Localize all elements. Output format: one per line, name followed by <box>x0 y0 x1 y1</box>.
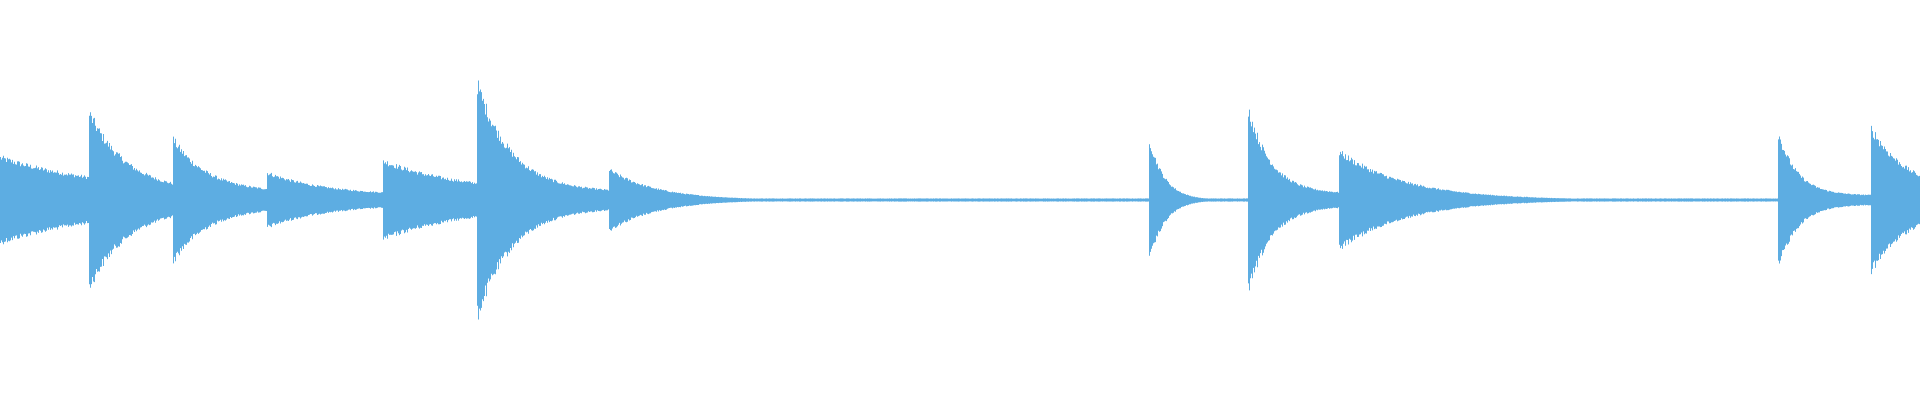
waveform-signal <box>0 80 1920 320</box>
waveform-bars <box>0 80 1920 320</box>
